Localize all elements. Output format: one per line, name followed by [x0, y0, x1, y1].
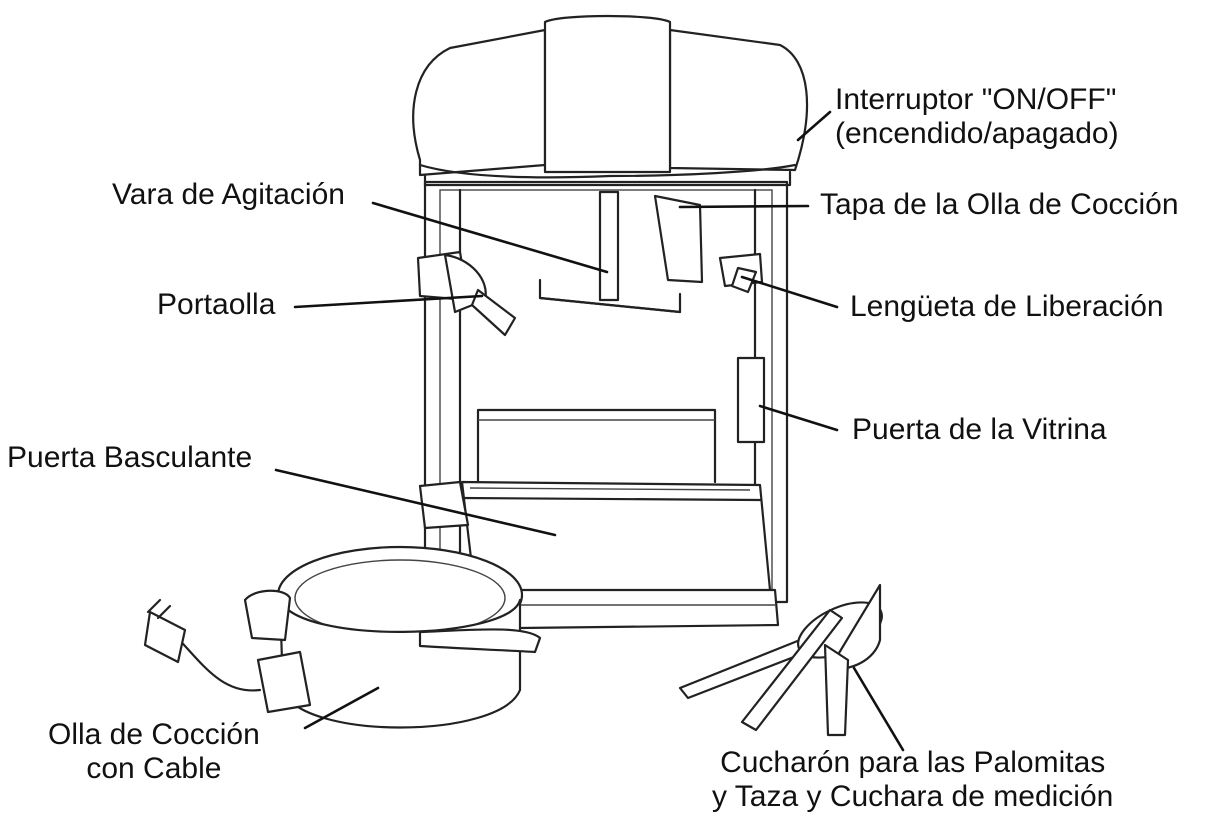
kettle-lid-part — [655, 196, 702, 282]
label-stirring-rod: Vara de Agitación — [112, 178, 345, 212]
leader-release-tab — [742, 277, 837, 307]
cabinet-door-part — [738, 358, 764, 442]
label-kettle-lid: Tapa de la Olla de Cocción — [820, 188, 1179, 222]
leader-scoop — [854, 668, 903, 750]
label-kettle: Olla de Cocción con Cable — [48, 718, 260, 786]
label-switch: Interruptor "ON/OFF" (encendido/apagado) — [835, 83, 1119, 151]
top-dome — [413, 16, 807, 185]
leader-stirring-rod — [373, 203, 607, 272]
leader-kettle-lid — [680, 206, 808, 207]
cabinet-base — [515, 590, 778, 628]
kettle-part — [145, 547, 540, 728]
kettle-holder-part — [418, 252, 515, 335]
label-release-tab: Lengüeta de Liberación — [850, 290, 1164, 324]
label-scoop: Cucharón para las Palomitas y Taza y Cuc… — [712, 746, 1113, 814]
label-tilt-door: Puerta Basculante — [7, 441, 252, 475]
label-kettle-holder: Portaolla — [157, 288, 275, 322]
label-cabinet-door: Puerta de la Vitrina — [852, 413, 1107, 447]
